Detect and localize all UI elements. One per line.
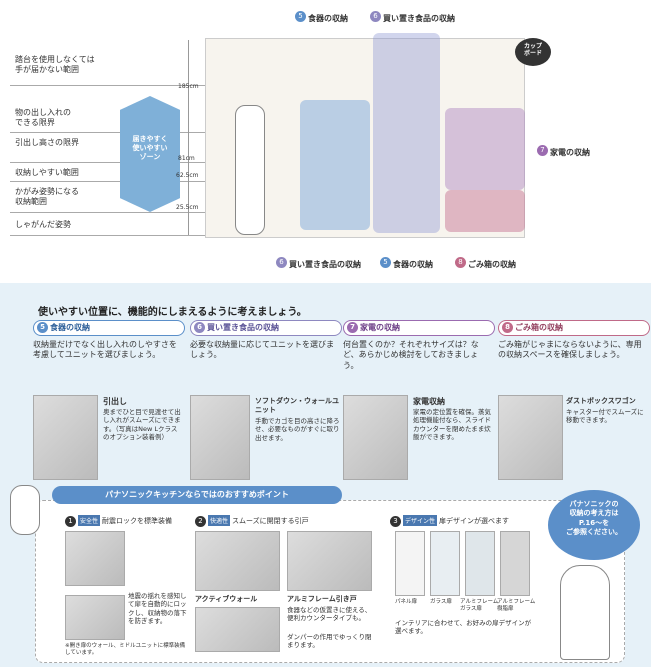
- height-label: 物の出し入れの できる限界: [15, 108, 71, 128]
- height-label: かがみ姿勢になる 収納範囲: [15, 187, 79, 207]
- card-caption: 家電の定位置を確保。蒸気処理機能付なら、スライドカウンターを閉めたまま炊飯ができ…: [413, 408, 491, 442]
- height-label: しゃがんだ姿勢: [15, 220, 71, 229]
- height-label: 踏台を使用しなくては 手が届かない範囲: [15, 55, 95, 75]
- height-label: 収納しやすい範囲: [15, 168, 79, 177]
- speech-bubble: パナソニックの 収納の考え方は P.16〜を ご参照ください。: [548, 490, 640, 560]
- zone-trash: [445, 190, 525, 232]
- woman-figure-left: [10, 485, 40, 535]
- photo: [33, 395, 98, 480]
- point-caption: アクティブウォール: [195, 595, 258, 603]
- card-body: 必要な収納量に応じてユニットを選びましょう。: [190, 340, 334, 360]
- point-caption: 食器などの仮置きに使える、便利カウンタータイプも。: [287, 606, 372, 623]
- card-body: ごみ箱がじゃまにならないように、専用の収納スペースを確保しましょう。: [498, 340, 642, 360]
- card-caption-title: ダストボックスワゴン: [566, 397, 636, 405]
- zone-dishes: [300, 100, 370, 230]
- card-caption-title: 家電収納: [413, 397, 445, 406]
- card-caption-title: ソフトダウン・ウォールユニット: [255, 397, 339, 415]
- door-label: ガラス扉: [430, 599, 452, 605]
- point-caption: ダンパーの作用でゆっくり閉まります。: [287, 633, 372, 650]
- card-caption: 奥までひと目で見渡せて出し入れがスムーズにできます。（写真はNew Lクラスのオ…: [103, 408, 181, 442]
- cupboard-badge: カップ ボード: [515, 38, 551, 66]
- zone-label: 届きやすく 使いやすい ゾーン: [132, 135, 168, 162]
- height-label: 引出し高さの限界: [15, 138, 79, 147]
- card-caption-title: 引出し: [103, 397, 127, 406]
- door-label: パネル扉: [395, 599, 418, 605]
- mark: 62.5cm: [176, 172, 199, 179]
- door-label: アルミフレーム ガラス扉: [460, 599, 499, 613]
- mark: 185cm: [178, 83, 199, 90]
- mark: 25.5cm: [176, 204, 199, 211]
- point-text: インテリアに合わせて、お好みの扉デザインが選べます。: [395, 619, 532, 636]
- zone-pantry: [373, 33, 440, 233]
- woman-figure: [560, 565, 610, 660]
- card-caption: 手動でカゴを目の高さに降ろせ、必要なものがすぐに取り出せます。: [255, 417, 340, 442]
- point-note: ※開き扉のウォール、ミドルユニットに標準装備しています。: [65, 643, 186, 657]
- card-body: 何台置くのか？それぞれサイズは？など、あらかじめ検討をしておきましょう。: [343, 340, 479, 370]
- door-label: アルミフレーム 樹脂扉: [497, 599, 536, 613]
- zone-appliance: [445, 108, 525, 190]
- zone-hexagon: [120, 96, 180, 212]
- point-caption: アルミフレーム引き戸: [287, 595, 357, 603]
- person-figure: [235, 105, 265, 235]
- photo: [190, 395, 250, 480]
- point-text: 地震の揺れを感知して扉を自動的にロックし、収納物の落下を防ぎます。: [128, 592, 187, 626]
- card-body: 収納量だけでなく出し入れのしやすさを考慮してユニットを選びましょう。: [33, 340, 177, 360]
- headline: 使いやすい位置に、機能的にしまえるように考えましょう。: [38, 307, 307, 318]
- card-caption: キャスター付でスムーズに移動できます。: [566, 408, 644, 425]
- mark: 81cm: [178, 155, 195, 162]
- recommend-banner: パナソニックキッチンならではのおすすめポイント: [52, 486, 342, 504]
- photo: [343, 395, 408, 480]
- photo: [498, 395, 563, 480]
